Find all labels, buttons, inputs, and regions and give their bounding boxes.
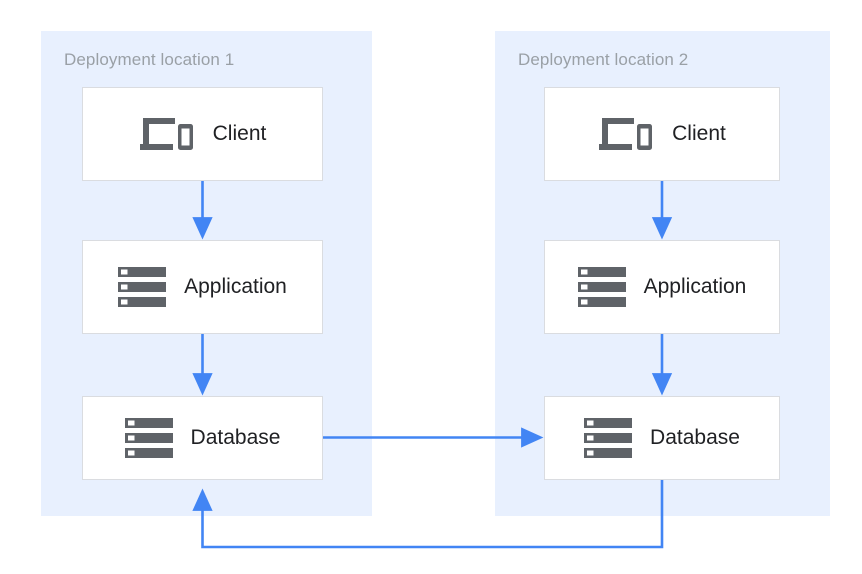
node-application-1[interactable]: Application [82, 240, 323, 334]
deployment-zone-1-label: Deployment location 1 [64, 50, 235, 69]
node-database-1[interactable]: Database [82, 396, 323, 480]
node-database-2-label: Database [650, 426, 740, 449]
node-application-2-label: Application [643, 275, 747, 298]
node-application-1-label: Application [184, 275, 287, 298]
server-stack-icon [577, 265, 626, 309]
node-application-2[interactable]: Application [544, 240, 780, 334]
node-client-2[interactable]: Client [544, 87, 780, 181]
server-stack-icon [584, 416, 633, 460]
node-client-2-label: Client [672, 122, 726, 145]
node-database-2[interactable]: Database [544, 396, 780, 480]
node-client-1[interactable]: Client [82, 87, 323, 181]
client-devices-icon [139, 112, 195, 156]
node-database-1-label: Database [190, 426, 281, 449]
node-client-1-label: Client [212, 122, 267, 145]
client-devices-icon [598, 112, 654, 156]
deployment-zone-2-label: Deployment location 2 [518, 50, 689, 69]
server-stack-icon [118, 265, 167, 309]
server-stack-icon [124, 416, 173, 460]
